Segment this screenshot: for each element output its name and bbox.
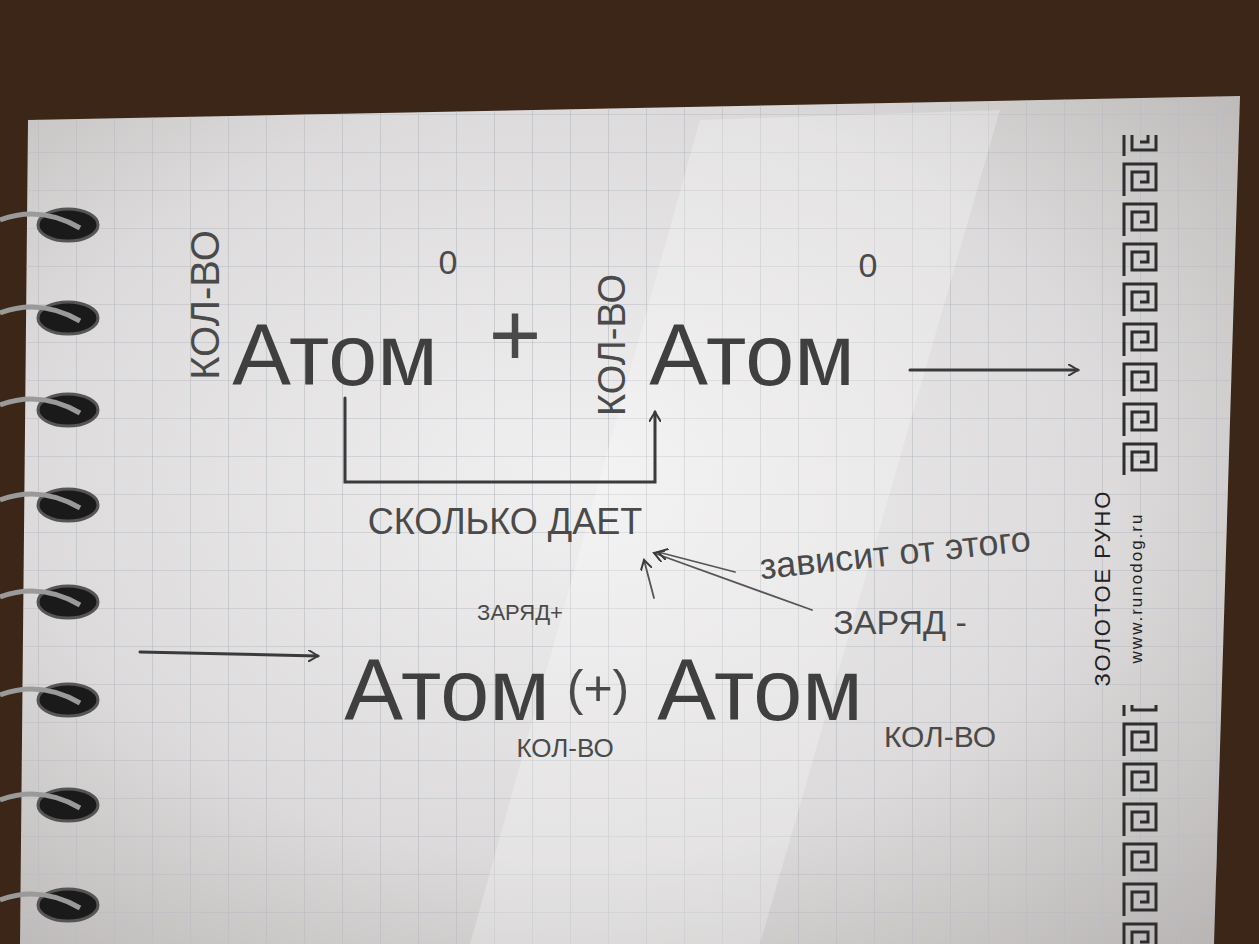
grid-lines bbox=[20, 96, 1240, 944]
quantity-note: КОЛ-ВО bbox=[185, 230, 225, 380]
quantity-subscript: КОЛ-ВО bbox=[516, 735, 613, 761]
plus-sign: + bbox=[489, 290, 542, 380]
leader-line bbox=[658, 552, 735, 572]
plus-sign: (+) bbox=[567, 663, 630, 713]
meander-border-bottom bbox=[1120, 705, 1160, 944]
leader-line bbox=[644, 560, 654, 598]
bracket-note: СКОЛЬКО ДАЕТ bbox=[368, 504, 642, 540]
spiral-binding bbox=[0, 209, 98, 921]
atom-symbol: Атом bbox=[657, 646, 863, 734]
charge-note: ЗАРЯД+ bbox=[477, 602, 563, 624]
continuation-arrow bbox=[140, 652, 318, 656]
paper-sheet bbox=[20, 96, 1240, 944]
meander-border-top bbox=[1120, 135, 1160, 475]
oxidation-state: 0 bbox=[439, 245, 458, 279]
charge-note: ЗАРЯД - bbox=[833, 605, 967, 639]
oxidation-state: 0 bbox=[859, 248, 878, 282]
atom-symbol: Атом bbox=[344, 646, 550, 734]
atom-symbol: Атом bbox=[649, 311, 855, 399]
reaction-arrow bbox=[910, 369, 1078, 372]
notebook-url: www.runodog.ru bbox=[1128, 513, 1145, 664]
atom-symbol: Атом bbox=[232, 311, 438, 399]
quantity-note: КОЛ-ВО bbox=[593, 274, 631, 416]
quantity-subscript: КОЛ-ВО bbox=[884, 722, 996, 752]
notebook-brand: ЗОЛОТОЕ РУНО bbox=[1092, 490, 1114, 687]
